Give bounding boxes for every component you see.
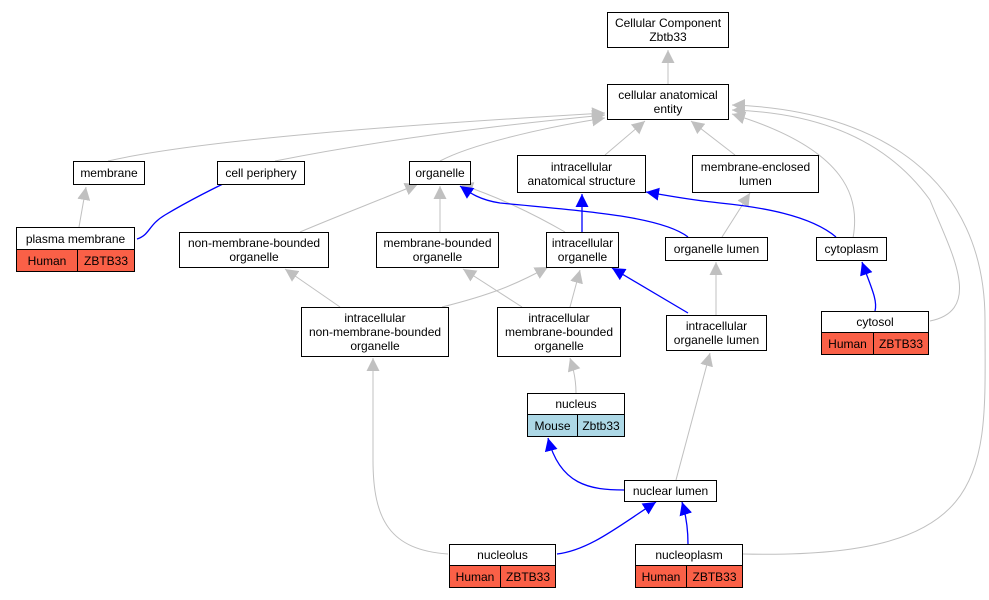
node-non-membrane-bounded-organelle[interactable]: non-membrane-bounded organelle: [179, 232, 329, 268]
edge-cyto-to-cae: [731, 111, 856, 239]
node-membrane-bounded-organelle[interactable]: membrane-bounded organelle: [376, 232, 499, 268]
gene-label: ZBTB33: [77, 250, 134, 271]
edge-imbo-to-io: [569, 269, 583, 308]
node-cellular-component[interactable]: Cellular Component Zbtb33: [607, 12, 729, 48]
edge-imbo-to-mbo: [462, 268, 523, 308]
edge-ias-to-cae: [604, 120, 646, 156]
edge-inmbo-to-io: [441, 266, 549, 308]
edge-ol-to-mel: [721, 192, 751, 238]
annotation-plasma-membrane: Human ZBTB33: [16, 249, 135, 272]
gene-label: Zbtb33: [577, 415, 624, 436]
edge-inmbo-to-nmbo: [284, 268, 341, 308]
edge-nmbo-to-organelle: [299, 183, 419, 233]
edge-organelle-to-cae: [439, 113, 606, 162]
node-intracellular-membrane-bounded-organelle[interactable]: intracellular membrane-bounded organelle: [497, 307, 621, 357]
node-intracellular-organelle[interactable]: intracellular organelle: [546, 232, 619, 268]
gene-label: ZBTB33: [686, 566, 742, 587]
edge-cyto-to-ias: [645, 187, 837, 238]
edge-mel-to-cae: [690, 120, 736, 156]
node-intracellular-anatomical-structure[interactable]: intracellular anatomical structure: [517, 155, 646, 193]
edge-iol-to-io: [611, 267, 689, 314]
edge-cytosol-to-cae: [731, 103, 960, 322]
species-label: Human: [641, 569, 681, 584]
annotation-nucleoplasm: Human ZBTB33: [635, 565, 743, 588]
gene-label: ZBTB33: [500, 566, 555, 587]
edge-nucleolus-to-nl: [556, 501, 657, 555]
species-label: Human: [828, 336, 867, 351]
edge-cellper-to-cae: [274, 109, 606, 162]
edge-nucleoplasm-to-nl: [679, 501, 693, 545]
node-nucleoplasm[interactable]: nucleoplasm: [635, 544, 743, 566]
gene-label: ZBTB33: [873, 333, 928, 354]
node-nuclear-lumen[interactable]: nuclear lumen: [624, 480, 717, 502]
node-organelle[interactable]: organelle: [409, 161, 471, 185]
edge-pm-to-membrane: [77, 186, 91, 228]
edge-nucleoplasm-to-cae: [731, 98, 986, 555]
edge-nucleus-to-imbo: [567, 357, 581, 394]
species-label: Human: [27, 253, 67, 268]
node-nucleus[interactable]: nucleus: [527, 393, 625, 415]
edge-membrane-to-cae: [107, 107, 606, 162]
edge-nucleolus-to-inmbo: [366, 358, 449, 555]
node-plasma-membrane[interactable]: plasma membrane: [16, 227, 135, 250]
node-cytosol[interactable]: cytosol: [821, 311, 929, 333]
node-membrane[interactable]: membrane: [73, 161, 145, 185]
annotation-nucleolus: Human ZBTB33: [449, 565, 556, 588]
species-label: Human: [455, 569, 495, 584]
node-cellular-anatomical-entity[interactable]: cellular anatomical entity: [607, 84, 729, 120]
annotation-nucleus: Mouse Zbtb33: [527, 414, 625, 437]
node-intracellular-non-membrane-bounded-organelle[interactable]: intracellular non-membrane-bounded organ…: [301, 307, 449, 357]
edge-cytosol-to-cyto: [860, 261, 877, 312]
node-membrane-enclosed-lumen[interactable]: membrane-enclosed lumen: [692, 155, 819, 193]
node-organelle-lumen[interactable]: organelle lumen: [665, 237, 768, 261]
node-cell-periphery[interactable]: cell periphery: [217, 161, 305, 185]
edge-ol-to-organelle: [459, 185, 689, 238]
node-nucleolus[interactable]: nucleolus: [449, 544, 556, 566]
node-intracellular-organelle-lumen[interactable]: intracellular organelle lumen: [666, 315, 767, 351]
annotation-cytosol: Human ZBTB33: [821, 332, 929, 355]
edge-nl-to-iol: [675, 352, 713, 481]
species-label: Mouse: [534, 418, 571, 433]
edge-nl-to-nucleus: [544, 437, 625, 491]
node-cytoplasm[interactable]: cytoplasm: [816, 237, 887, 261]
